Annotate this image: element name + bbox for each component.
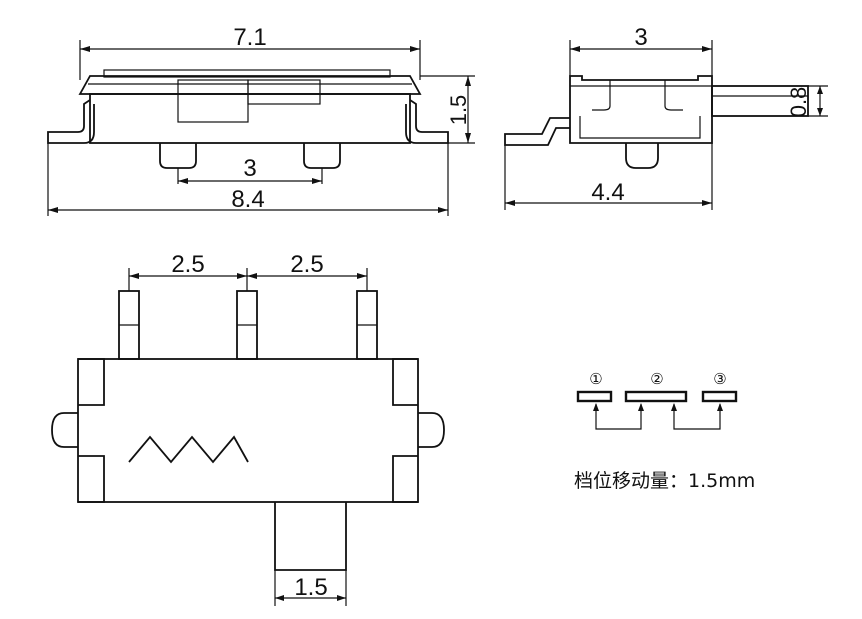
- dim-71-label: 7.1: [233, 24, 266, 51]
- schematic-contact-3: [701, 390, 738, 403]
- dim-end-3-label: 3: [634, 24, 647, 51]
- end-inner-frame: [579, 116, 701, 139]
- dim-08-label: 0.8: [786, 87, 811, 118]
- side-top-cover: [78, 75, 422, 95]
- side-actuator-slot: [103, 69, 391, 78]
- schematic: ① ② ③ 档位移动量：1.5mm: [574, 371, 755, 492]
- dim-08-arrows: [817, 86, 823, 116]
- top-bump-left: [51, 412, 78, 448]
- top-actuator: [274, 502, 347, 571]
- schematic-pin-1-label: ①: [589, 371, 602, 388]
- top-tab-bl: [78, 455, 105, 503]
- end-lead: [504, 117, 570, 146]
- dim-25-right-label: 2.5: [290, 251, 323, 278]
- top-view: 2.5 2.5 1.5: [51, 251, 445, 606]
- side-left-peg: [159, 143, 197, 169]
- schematic-contact-1: [576, 390, 613, 403]
- dim-25-arrows: [129, 273, 367, 279]
- end-view: 3 0.8 4.4: [504, 24, 828, 210]
- schematic-link-right-arrows: [671, 403, 723, 411]
- side-right-peg: [303, 143, 341, 169]
- schematic-pin-2-label: ②: [650, 371, 663, 388]
- dim-15-label: 1.5: [446, 95, 471, 126]
- schematic-contact-2: [624, 390, 688, 403]
- top-bump-right: [418, 412, 445, 448]
- dim-84-label: 8.4: [231, 186, 264, 213]
- top-tab-tl: [78, 358, 105, 406]
- travel-note: 档位移动量：1.5mm: [574, 470, 755, 492]
- end-body: [569, 75, 713, 144]
- side-body: [89, 93, 411, 144]
- side-slider-block: [177, 79, 249, 123]
- end-groove-left: [592, 80, 611, 111]
- side-left-lead: [47, 99, 95, 144]
- dim-25-left-label: 2.5: [171, 251, 204, 278]
- side-view: 7.1 1.5 3 8.4: [47, 24, 475, 216]
- dim-44-label: 4.4: [591, 179, 624, 206]
- top-body: [77, 358, 419, 503]
- schematic-link-left-arrows: [593, 403, 644, 411]
- schematic-link-right: [673, 404, 721, 430]
- top-tab-br: [392, 455, 418, 503]
- end-groove-right: [664, 80, 683, 111]
- end-actuator: [711, 85, 809, 117]
- top-zigzag-mark: [128, 435, 249, 464]
- end-peg: [625, 143, 659, 169]
- dim-3-label: 3: [243, 155, 256, 182]
- side-slider-knob: [247, 79, 321, 105]
- schematic-link-left: [595, 404, 642, 430]
- side-right-lead: [405, 99, 449, 144]
- dim-a15-label: 1.5: [294, 574, 327, 601]
- top-tab-tr: [392, 358, 418, 406]
- schematic-pin-3-label: ③: [713, 371, 726, 388]
